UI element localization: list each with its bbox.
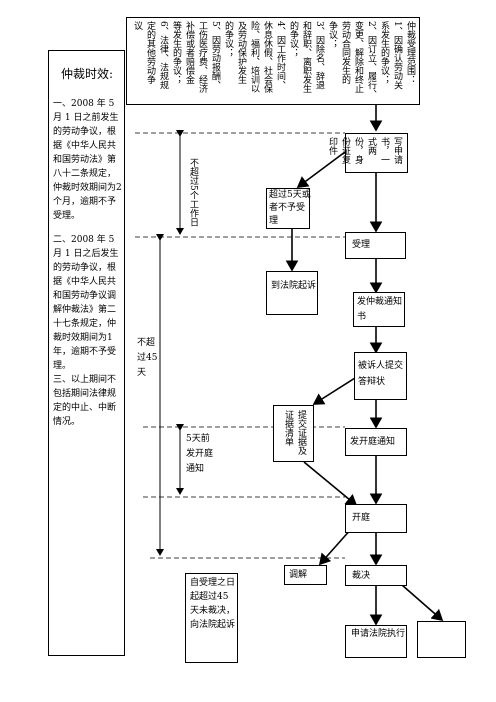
scope-line: 仲裁受理范围： (405, 21, 415, 84)
scope-line: 劳动合同发生的 (340, 21, 350, 84)
evidence-text: 提交证据及证据清单 (283, 410, 306, 455)
arbitration-scope-box: 仲裁受理范围：1、因确认劳动关系发生的争议；2、因订立、履行、变更、解除和终止劳… (126, 17, 420, 105)
scope-line: 和辞职、离职发生 (301, 21, 311, 93)
scope-line: 1、因确认劳动关 (392, 21, 402, 90)
scope-line: 4、因工作时间、 (275, 21, 285, 90)
node-ruling: 裁决 (345, 565, 407, 586)
node-hearing: 开庭 (345, 504, 407, 533)
time-limit-rule-3: 三、以上期间不包括期间法律规定的中止、中断情况。 (53, 375, 117, 427)
apply-text: 写申请书，一式两份，身份证复印件 (327, 137, 402, 164)
scope-line: 系发生的争议； (379, 21, 389, 84)
defense-text: 被诉人提交答辩状 (358, 361, 404, 387)
scope-line: 3、因除名、辞退 (314, 21, 324, 90)
ruling-text: 裁决 (352, 571, 371, 581)
scope-line: 议 (132, 21, 142, 30)
hearing-text: 开庭 (352, 513, 371, 523)
panel-title: 仲裁时效: (60, 67, 114, 81)
scope-line: 争议； (327, 21, 337, 48)
overdue-text: 自受理之日起超过45天未裁决，向法院起诉 (190, 578, 236, 630)
node-overdue: 自受理之日起超过45天未裁决，向法院起诉 (185, 573, 238, 663)
scope-line: 等发生的争议； (171, 21, 181, 84)
time-limit-rule-1: 一、2008 年 5 月 1 日之前发生的劳动争议，根据《中华人民共和国劳动法》… (53, 99, 122, 221)
accept-text: 受理 (352, 240, 371, 250)
scope-line: 2、因订立、履行、 (366, 21, 376, 99)
scope-line: 6、法律、法规规 (158, 21, 168, 90)
label-45-days: 不超过45天 (137, 338, 158, 378)
enforce-text: 申请法院执行 (351, 629, 406, 639)
time-limit-rule-2: 二、2008 年 5 月 1 日之后发生的劳动争议，根据《中华人民共和国劳动争议… (53, 235, 119, 371)
node-defense: 被诉人提交答辩状 (354, 352, 407, 400)
arbitration-time-limit-panel: 仲裁时效: 一、2008 年 5 月 1 日之前发生的劳动争议，根据《中华人民共… (48, 50, 125, 656)
scope-line: 补偿或者赔偿金 (184, 21, 194, 84)
notice-text: 发仲裁通知书 (357, 297, 403, 322)
node-accept: 受理 (345, 232, 406, 259)
node-mediation: 调解 (284, 565, 327, 585)
node-enforce: 申请法院执行 (345, 625, 407, 658)
scope-line: 5、因劳动报酬、 (210, 21, 220, 90)
node-blank (417, 621, 466, 658)
node-reject: 超过5天或者不予受理 (266, 188, 311, 229)
court-text: 到法院起诉 (271, 281, 317, 291)
scope-line: 定的其他劳动争 (145, 21, 155, 84)
mediation-text: 调解 (289, 570, 308, 580)
scope-line: 工伤医疗费、经济 (197, 21, 207, 93)
scope-line: 及劳动保护发生 (236, 21, 246, 84)
scope-line: 休息休假、社会保 (262, 21, 272, 93)
hearing-notice-text: 发开庭通知 (350, 437, 396, 447)
scope-line: 险、福利、培训以 (249, 21, 259, 93)
node-hearing-notice: 发开庭通知 (345, 428, 407, 456)
reject-text: 超过5天或者不予受理 (269, 190, 311, 226)
node-evidence: 提交证据及证据清单 (273, 405, 314, 462)
label-5-days-notice: 5天前发开庭通知 (186, 434, 214, 474)
node-arbitration-notice: 发仲裁通知书 (353, 292, 405, 327)
scope-text: 仲裁受理范围：1、因确认劳动关系发生的争议；2、因订立、履行、变更、解除和终止劳… (130, 21, 416, 103)
node-apply: 写申请书，一式两份，身份证复印件 (327, 133, 408, 173)
node-court: 到法院起诉 (266, 271, 318, 315)
label-5-workdays: 不超过5个工作日 (188, 158, 198, 227)
scope-line: 的争议； (223, 21, 233, 57)
scope-line: 的争议； (288, 21, 298, 57)
scope-line: 变更、解除和终止 (353, 21, 363, 93)
